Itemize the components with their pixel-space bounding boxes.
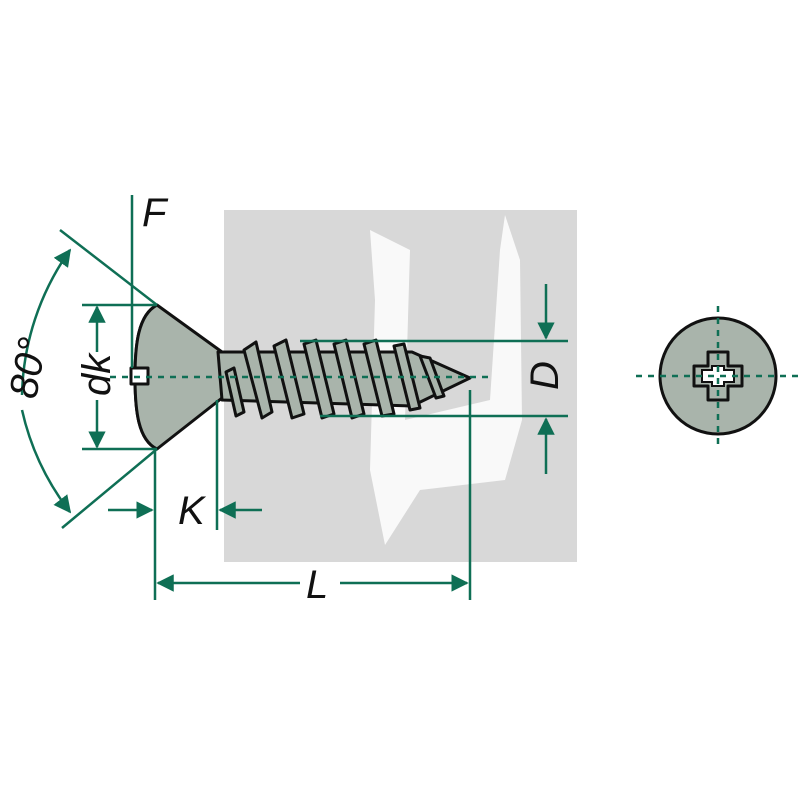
label-L: L bbox=[306, 563, 328, 607]
label-dk: dk bbox=[75, 352, 119, 396]
label-F: F bbox=[142, 191, 169, 235]
dimension-lines bbox=[20, 195, 568, 600]
center-lines bbox=[110, 306, 800, 446]
label-K: K bbox=[178, 489, 207, 533]
label-D: D bbox=[523, 361, 567, 390]
label-angle: 80° bbox=[2, 334, 56, 401]
